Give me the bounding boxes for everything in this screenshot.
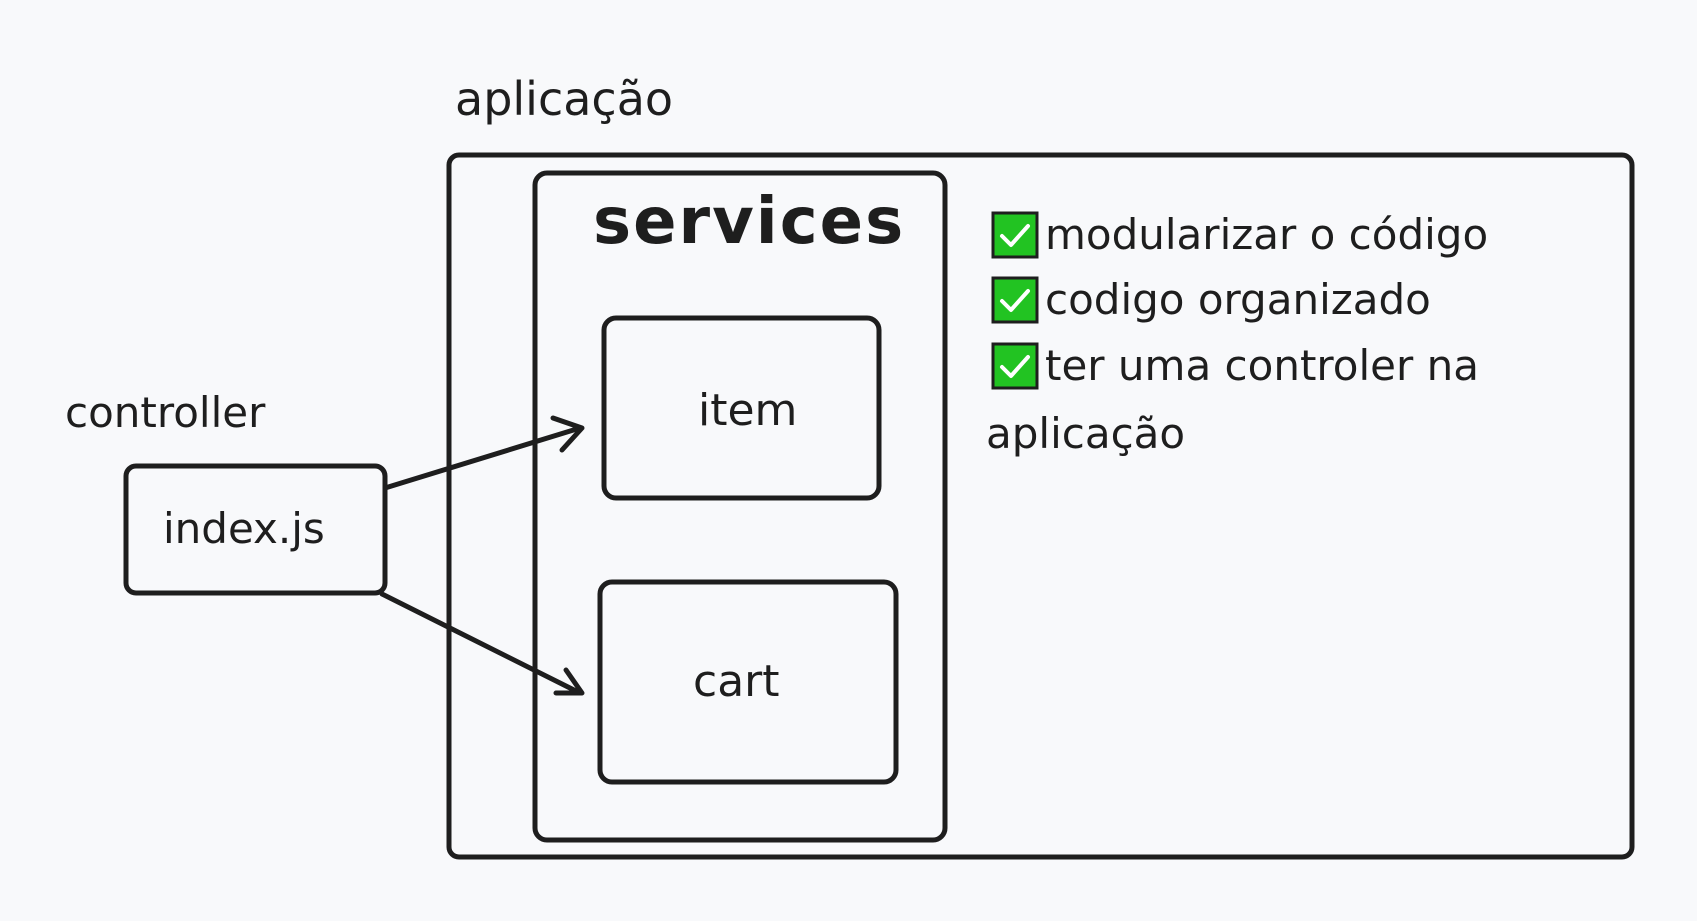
- checklist-item-1: modularizar o código: [991, 211, 1488, 259]
- cart-label: cart: [693, 656, 780, 707]
- index-js-box[interactable]: [123, 463, 388, 596]
- checklist-item-text: modularizar o código: [1045, 210, 1489, 259]
- checklist-item-3: ter uma controler na: [991, 342, 1479, 390]
- arrow-index-to-cart[interactable]: [379, 591, 585, 696]
- aplicacao-container[interactable]: [446, 152, 1635, 860]
- checklist-item-2: codigo organizado: [991, 276, 1431, 324]
- checklist-item-text: ter uma controler na: [1045, 341, 1479, 390]
- services-container[interactable]: [532, 170, 948, 843]
- arrow-index-to-item[interactable]: [382, 415, 585, 491]
- item-label: item: [698, 385, 798, 436]
- check-icon[interactable]: [991, 276, 1039, 324]
- checklist-item-text: codigo organizado: [1045, 275, 1431, 324]
- aplicacao-title: aplicação: [455, 72, 674, 126]
- index-js-label: index.js: [163, 504, 325, 553]
- check-icon[interactable]: [991, 211, 1039, 259]
- controller-label: controller: [65, 388, 266, 437]
- item-box[interactable]: [601, 315, 882, 501]
- check-icon[interactable]: [991, 342, 1039, 390]
- services-title: services: [593, 185, 906, 259]
- cart-box[interactable]: [597, 579, 899, 785]
- checklist-continuation: aplicação: [986, 409, 1186, 458]
